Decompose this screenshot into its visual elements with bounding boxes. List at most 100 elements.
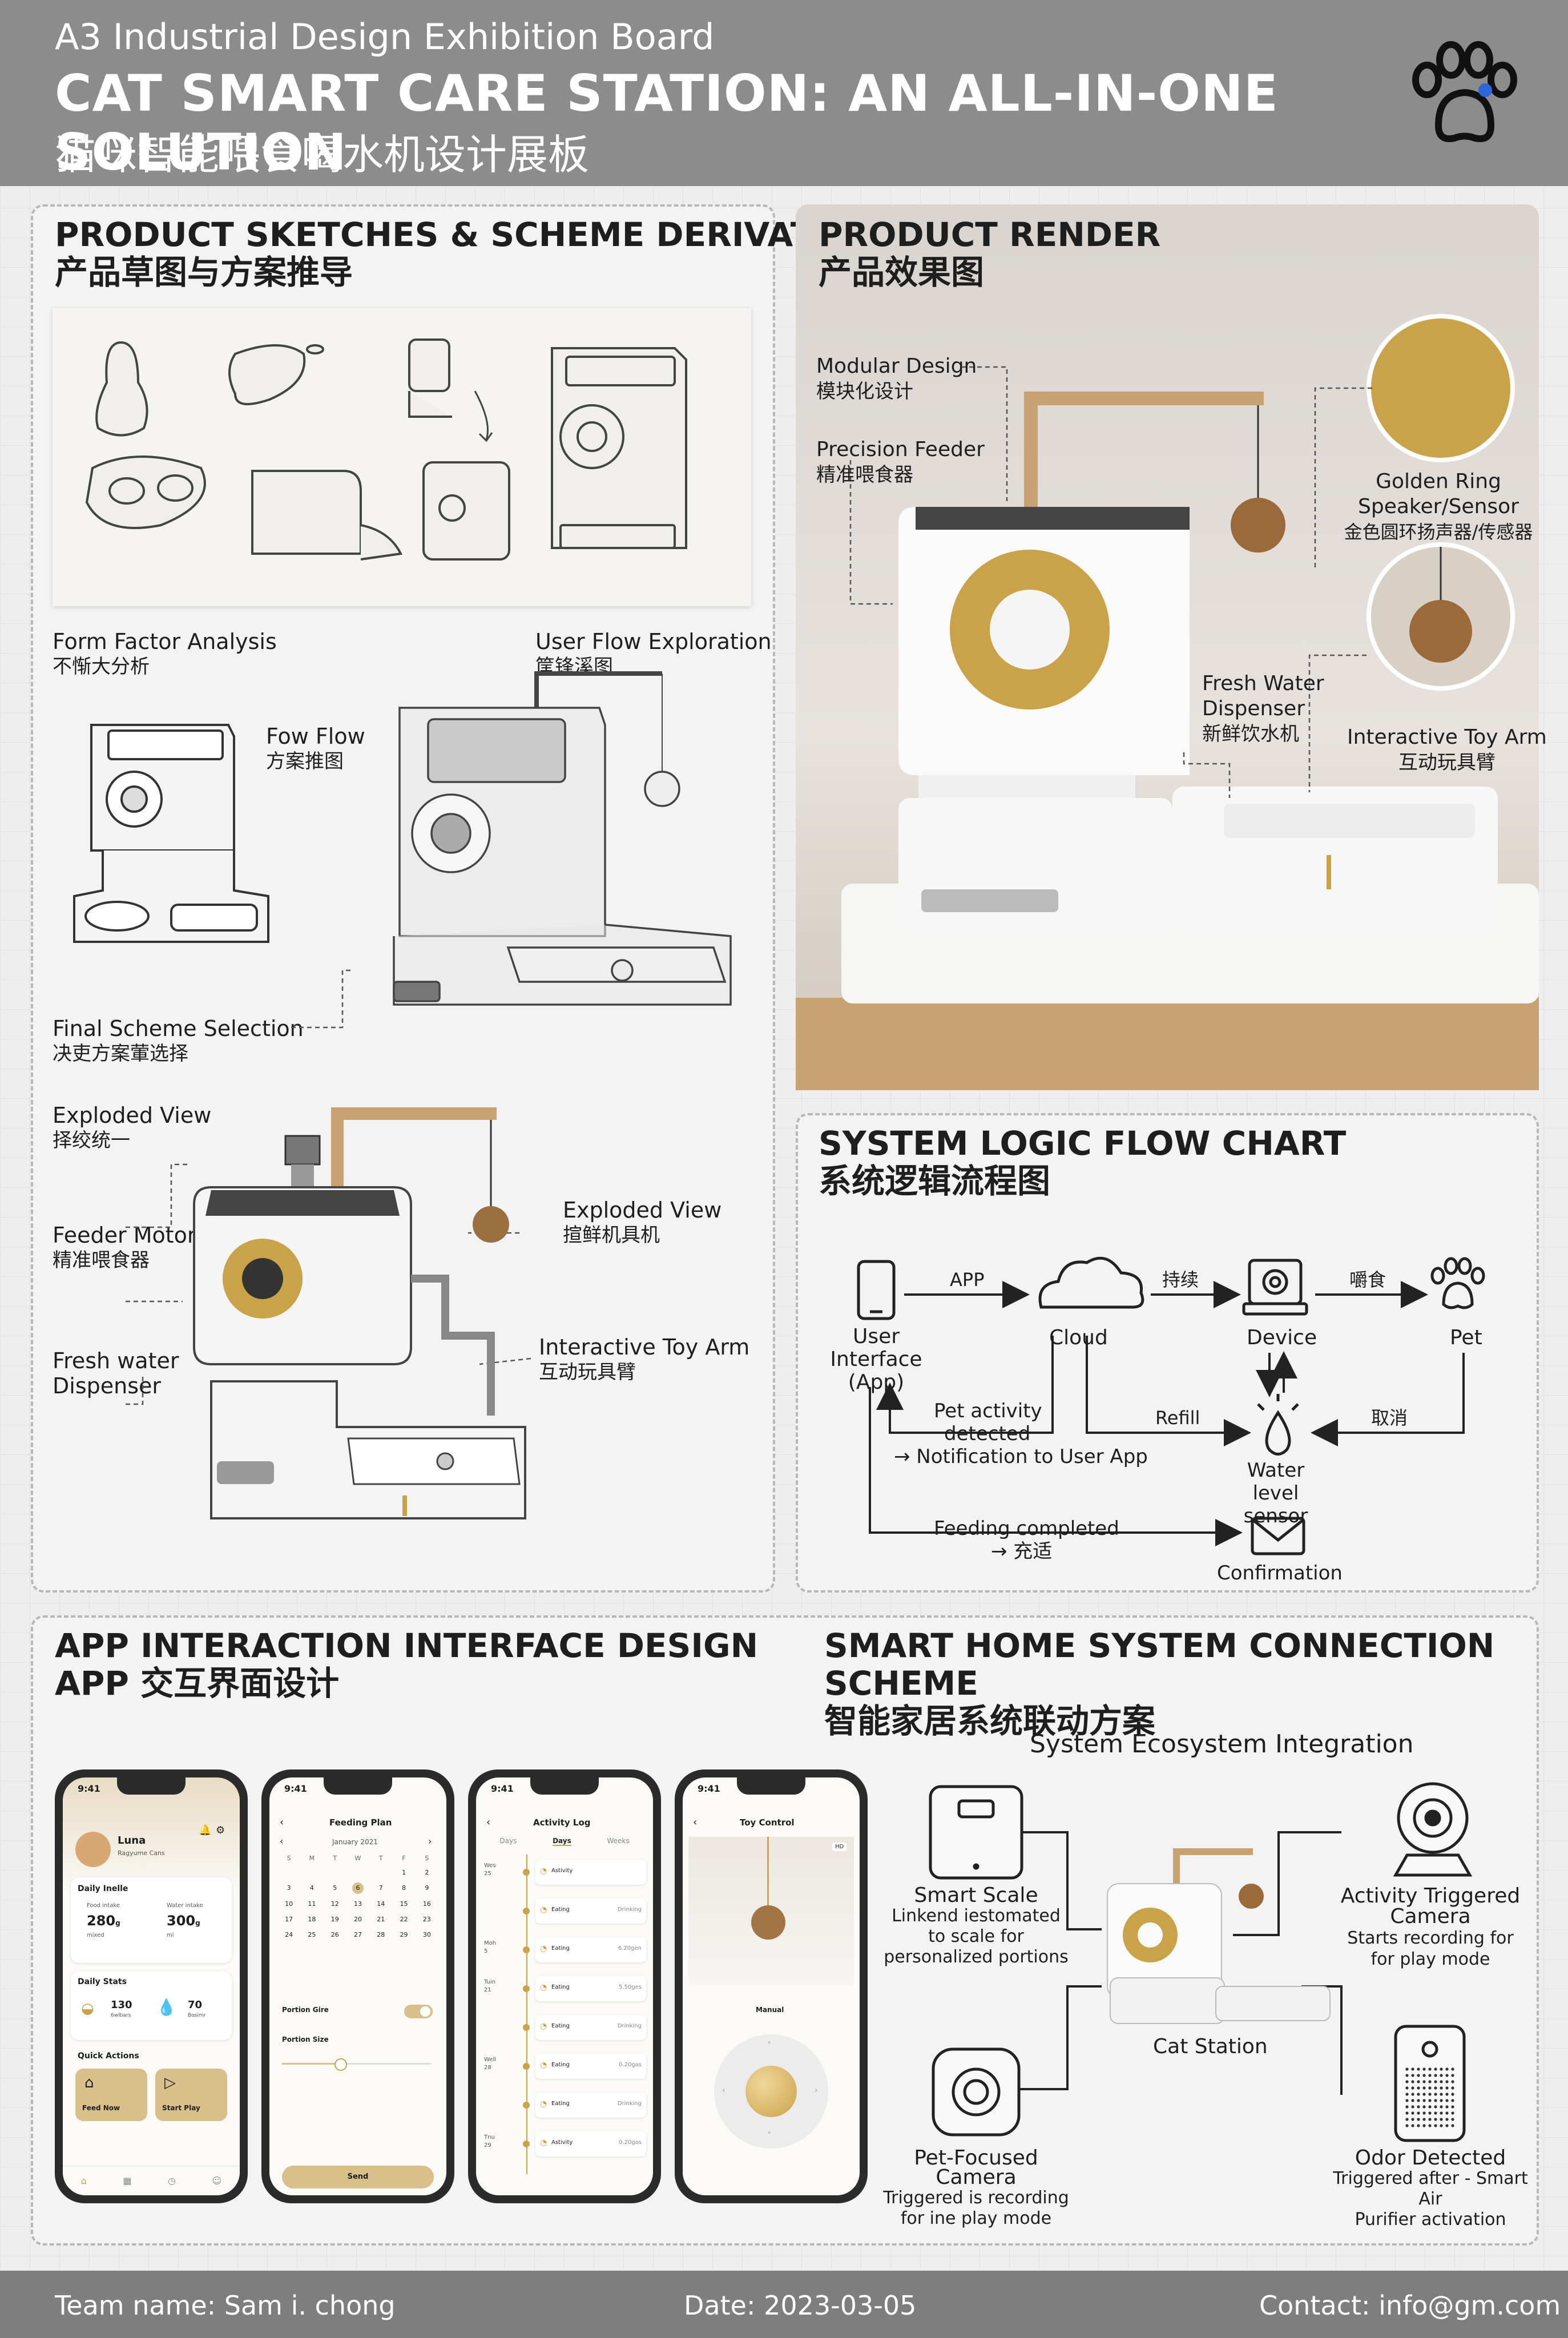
activity-tab[interactable]: Days [499,1837,517,1845]
feed-now-button[interactable]: ⌂ Feed Now [75,2069,147,2121]
calendar-day[interactable]: 23 [422,1916,431,1923]
calendar-day[interactable]: 26 [330,1931,339,1938]
grille-dot [1417,2086,1420,2090]
calendar-day[interactable]: 3 [287,1884,291,1892]
calendar-day[interactable]: 8 [402,1884,406,1892]
grille-dot [1445,2067,1449,2071]
calendar-day[interactable]: 9 [425,1884,429,1892]
calendar-day[interactable]: 15 [400,1900,408,1908]
calendar-day[interactable]: 12 [330,1900,339,1908]
sketch-drawings [85,338,687,561]
user-interface-node: User Interface (App) [811,1325,942,1394]
joystick-down-icon[interactable]: ˅ [767,2131,771,2141]
back-icon-3[interactable]: ‹ [486,1816,491,1828]
calendar-day[interactable]: 29 [400,1931,408,1938]
calendar-day[interactable]: 7 [378,1884,383,1892]
smart-title-en: SMART HOME SYSTEM CONNECTION SCHEME [824,1626,1495,1703]
calendar-day[interactable]: 11 [308,1900,316,1908]
calendar-day[interactable]: 21 [377,1916,385,1923]
pet-node: Pet [1450,1326,1482,1349]
exploded-left-cn: 择绞统一 [53,1129,130,1152]
sketches-title-en: PRODUCT SKETCHES & SCHEME DERIVATIONS [55,215,905,254]
grille-dot [1417,2099,1420,2102]
calendar-day[interactable]: 24 [285,1931,293,1938]
table-row[interactable]: Wes 25◔Astivity [476,1857,653,1892]
calendar-day[interactable]: 22 [400,1916,408,1923]
activity-camera-3: Starts recording for [1347,1928,1514,1948]
next-month-icon[interactable]: › [428,1836,432,1847]
transparent-device-sketch [393,671,732,1006]
precision-cn: 精准喂食器 [816,463,913,486]
send-button[interactable]: Send [282,2166,434,2188]
grille-dot [1417,2080,1420,2083]
calendar-day[interactable]: 6 [352,1883,364,1894]
water-sensor-node: Water level sensor [1222,1459,1330,1527]
calendar-day[interactable]: 16 [422,1900,431,1908]
manual-label: Manual [756,2006,784,2014]
grille-dot [1422,2080,1426,2083]
timeline-dot [523,1985,530,1992]
calendar-day[interactable]: 5 [333,1884,337,1892]
portion-slider-track[interactable] [282,2063,432,2065]
calendar-day[interactable]: 25 [308,1931,316,1938]
prev-month-icon[interactable]: ‹ [280,1836,284,1847]
portion-size-label: Portion Size [282,2035,329,2043]
calendar-day[interactable]: 27 [353,1931,362,1938]
sketches-title-cn: 产品草图与方案推导 [55,253,353,292]
calendar-day[interactable]: 13 [353,1900,362,1908]
grille-dot [1411,2067,1414,2071]
calendar-day[interactable]: 28 [377,1931,385,1938]
portion-toggle[interactable] [404,2005,433,2018]
render-device-image [796,314,1539,1090]
calendar-day[interactable]: 17 [285,1916,293,1923]
smart-scale-1: Smart Scale [914,1884,1038,1907]
activity-tab[interactable]: Days [553,1837,571,1846]
joystick-up-icon[interactable]: ˄ [767,2041,771,2050]
fresh-water-render-cn: 新鲜饮水机 [1202,723,1299,745]
bell-icon[interactable]: 🔔 [199,1824,212,1836]
grille-dot [1434,2080,1437,2083]
joystick-right-icon[interactable]: › [815,2086,818,2095]
joystick-pad[interactable]: ˄ ˅ ‹ › [714,2034,828,2148]
calendar-tab-icon[interactable]: ▦ [123,2175,132,2186]
portion-slider-thumb[interactable] [334,2058,347,2071]
home-tab-icon[interactable]: ⌂ [80,2175,87,2186]
modular-design-label: Modular Design 模块化设计 [816,354,977,404]
smart-scale-2: Linkend iestomated [892,1906,1061,1926]
calendar-day[interactable]: 10 [285,1900,293,1908]
joystick-left-icon[interactable]: ‹ [722,2086,725,2095]
grille-dot [1451,2118,1454,2121]
calendar-day[interactable]: 1 [402,1869,406,1876]
avatar[interactable] [75,1832,111,1867]
grille-dot [1434,2086,1437,2090]
calendar-day[interactable]: 14 [377,1900,385,1908]
calendar-day[interactable]: 20 [353,1916,362,1923]
footer-contact: Contact: info@gm.com [1259,2290,1561,2321]
start-play-button[interactable]: ▷ Start Play [155,2069,227,2121]
smart-title: SMART HOME SYSTEM CONNECTION SCHEME 智能家居… [824,1627,1568,1740]
calendar-day[interactable]: 19 [330,1916,339,1923]
gear-icon[interactable]: ⚙ [216,1824,225,1836]
profile-tab-icon[interactable]: ☺ [212,2175,222,2186]
grille-dot [1411,2099,1414,2102]
status-time: 9:41 [78,1783,100,1794]
calendar-day[interactable]: 30 [422,1931,431,1938]
joystick-knob[interactable] [745,2066,797,2117]
calendar-day[interactable]: 2 [425,1869,429,1876]
back-icon-4[interactable]: ‹ [693,1816,698,1828]
flow-chart-diagram [857,1256,1485,1555]
activity-tab[interactable]: Weeks [607,1837,630,1845]
back-icon[interactable]: ‹ [280,1816,284,1828]
calendar-day[interactable]: 4 [309,1884,314,1892]
clock-tab-icon[interactable]: ◷ [168,2175,176,2186]
device-sketch-left [73,724,269,943]
calendar-day[interactable]: 18 [308,1916,316,1923]
